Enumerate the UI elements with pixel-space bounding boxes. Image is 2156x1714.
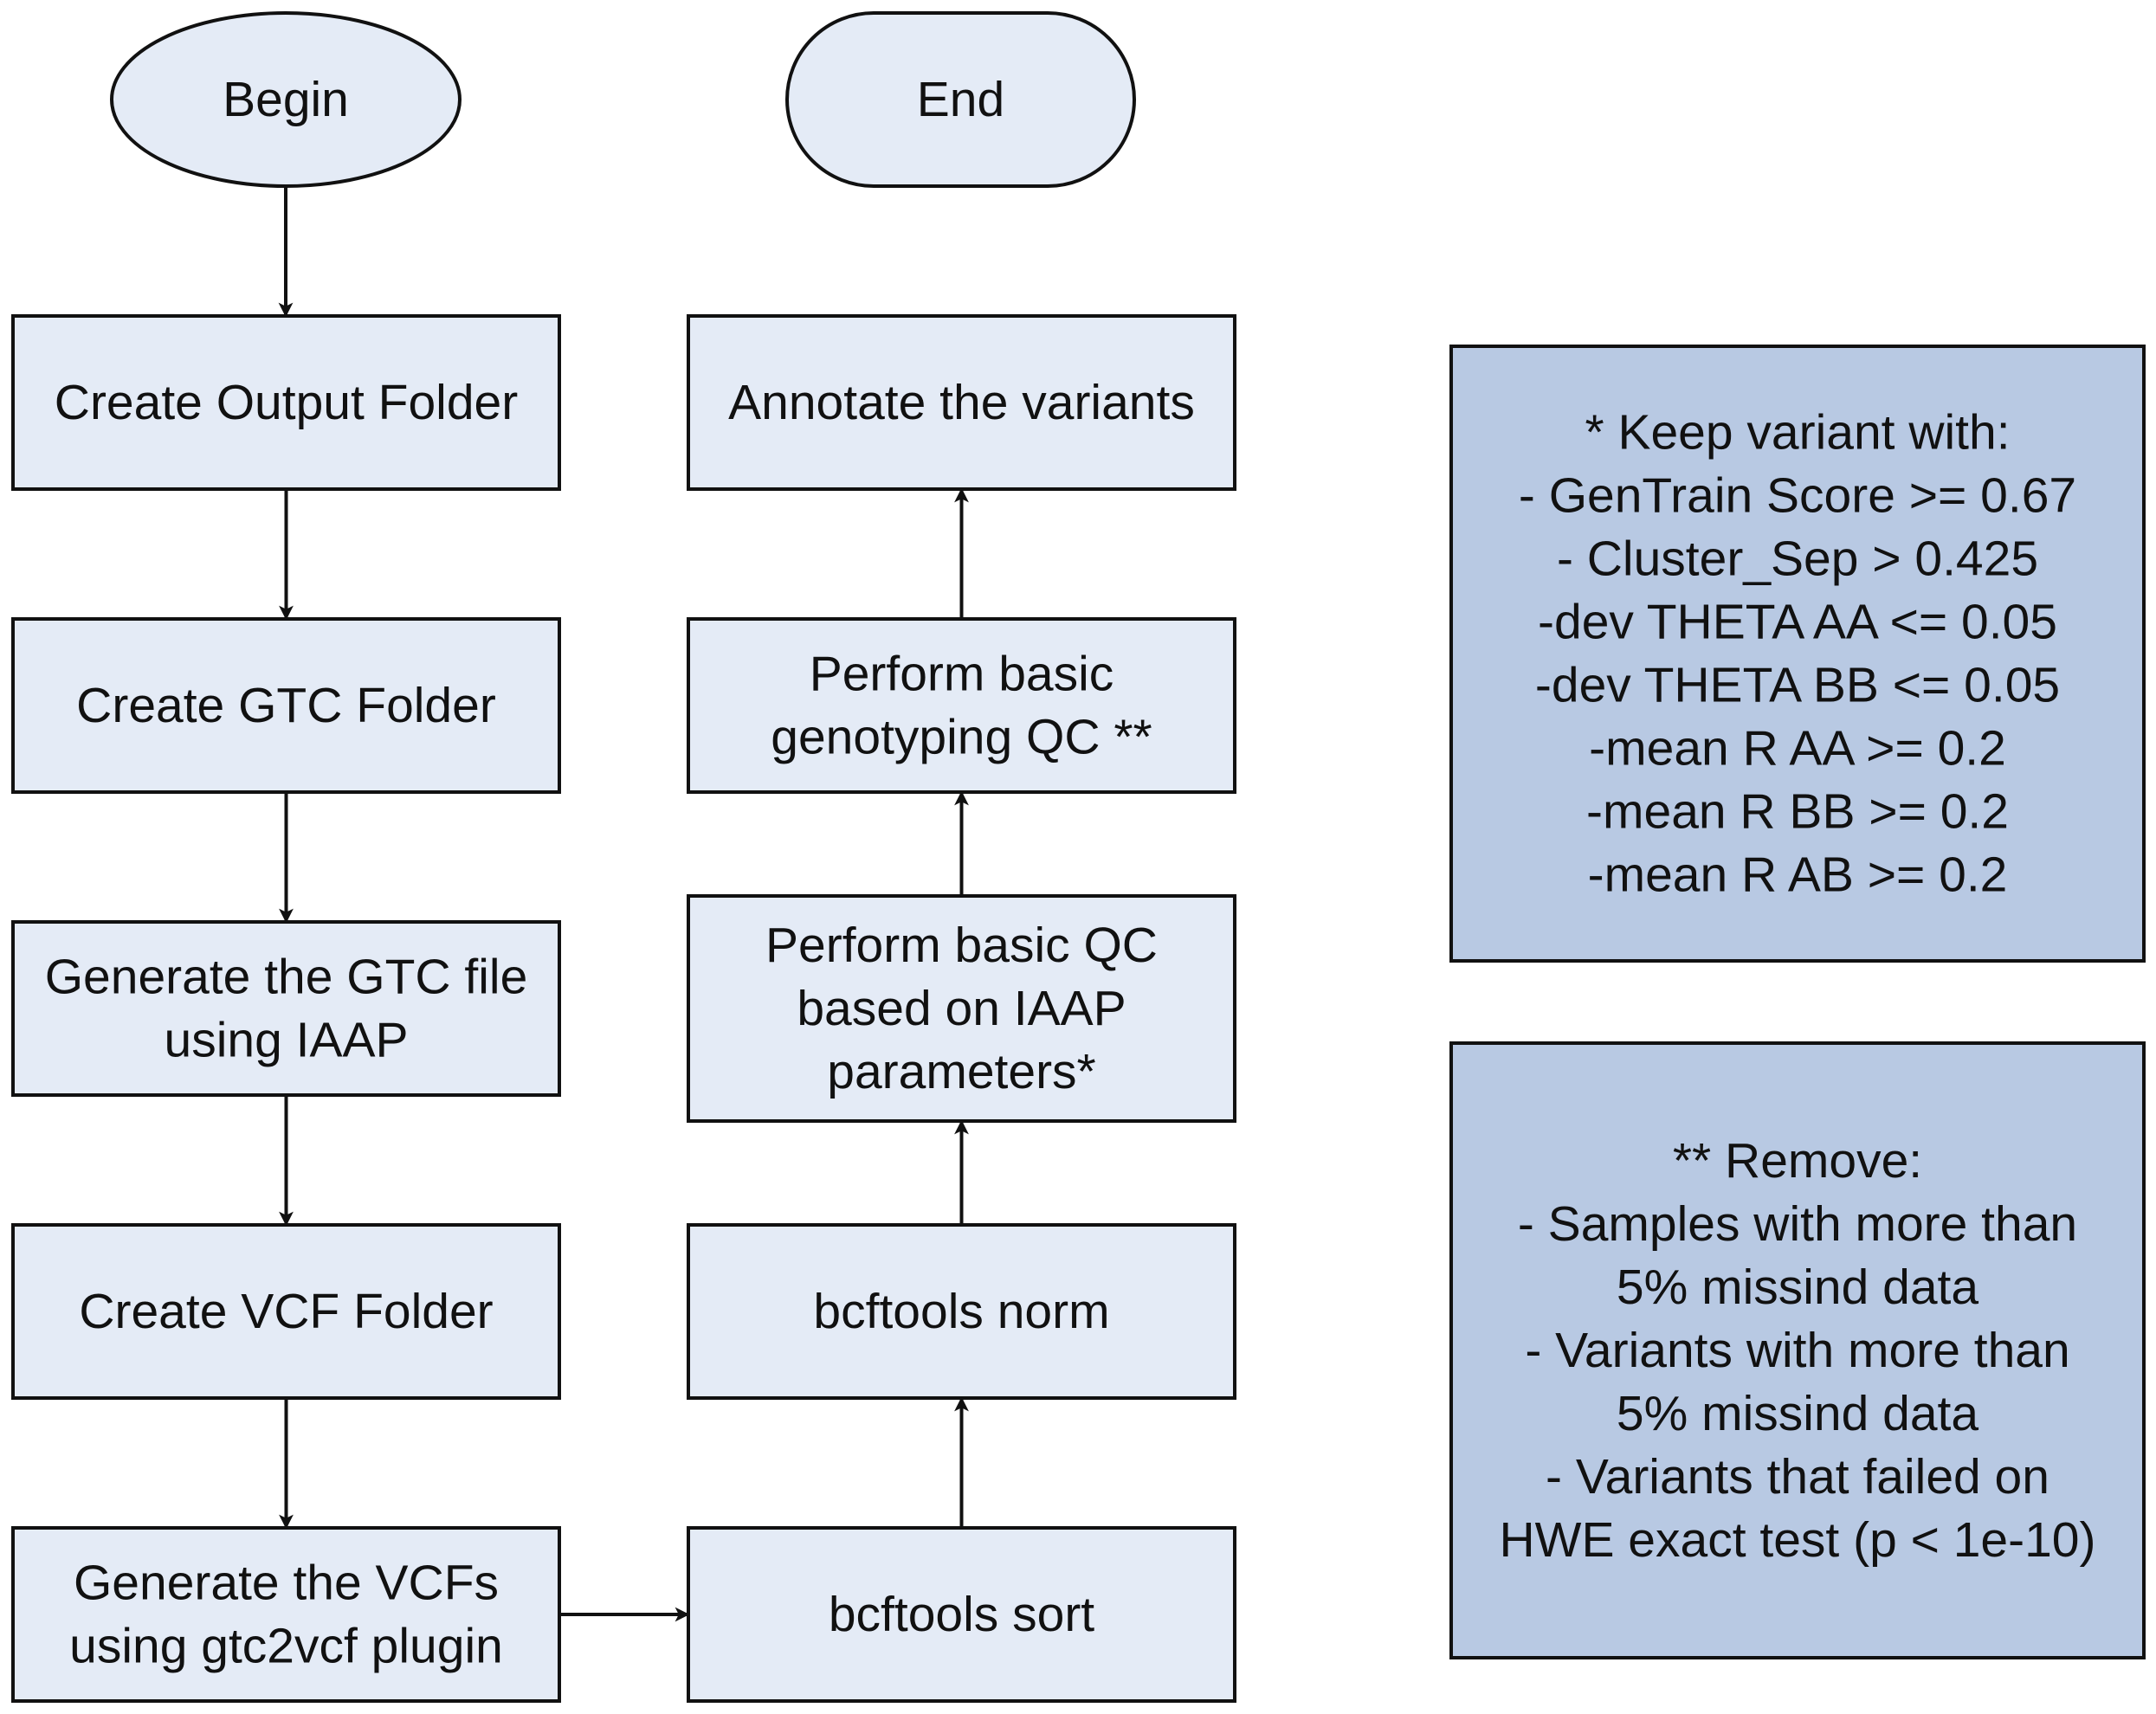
node-annotate-variants-line-1: Annotate the variants	[728, 375, 1195, 430]
node-shape-ellipse	[110, 11, 462, 188]
node-end: End	[785, 11, 1136, 188]
iaap-parameters-note-line-2: - GenTrain Score >= 0.67	[1519, 468, 2076, 524]
node-create-vcf-folder: Create VCF Folder	[11, 1223, 561, 1400]
node-bcftools-norm: bcftools norm	[687, 1223, 1236, 1400]
iaap-parameters-note-line-4: -dev THETA AA <= 0.05	[1538, 595, 2057, 650]
node-create-vcf-folder-line-1: Create VCF Folder	[79, 1284, 493, 1339]
iaap-parameters-note: * Keep variant with: - GenTrain Score >= …	[1449, 345, 2146, 963]
node-create-output-folder: Create Output Folder	[11, 314, 561, 491]
iaap-parameters-note-line-1: * Keep variant with:	[1585, 405, 2010, 461]
node-generate-gtc-file-line-1: Generate the GTC file	[45, 950, 528, 1005]
node-generate-vcfs-line-2: using gtc2vcf plugin	[69, 1619, 503, 1674]
node-shape-rect	[11, 1526, 561, 1703]
node-bcftools-sort-line-1: bcftools sort	[829, 1587, 1094, 1642]
node-genotyping-qc-line-1: Perform basic	[810, 647, 1114, 702]
node-basic-qc-iaap-line-3: parameters*	[827, 1044, 1095, 1099]
node-genotyping-qc: Perform basic genotyping QC **	[687, 617, 1236, 794]
node-generate-vcfs: Generate the VCFs using gtc2vcf plugin	[11, 1526, 561, 1703]
iaap-parameters-note-line-7: -mean R BB >= 0.2	[1586, 784, 2009, 840]
node-basic-qc-iaap: Perform basic QC based on IAAP parameters*	[687, 894, 1236, 1123]
remove-note-line-2: - Samples with more than	[1518, 1196, 2077, 1252]
node-generate-vcfs-line-1: Generate the VCFs	[74, 1556, 499, 1611]
node-shape-rect	[687, 894, 1236, 1123]
node-annotate-variants: Annotate the variants	[687, 314, 1236, 491]
node-begin: Begin	[110, 11, 462, 188]
remove-note-line-4: - Variants with more than	[1525, 1323, 2069, 1378]
remove-note-line-5: 5% missind data	[1617, 1386, 1979, 1441]
node-bcftools-sort: bcftools sort	[687, 1526, 1236, 1703]
notes: * Keep variant with: - GenTrain Score >= …	[1449, 345, 2146, 1659]
remove-note: ** Remove: - Samples with more than 5% mis…	[1449, 1041, 2146, 1659]
node-bcftools-norm-line-1: bcftools norm	[813, 1284, 1109, 1339]
node-genotyping-qc-line-2: genotyping QC **	[771, 710, 1152, 765]
node-generate-gtc-file-line-2: using IAAP	[165, 1013, 409, 1068]
node-shape-rect	[687, 617, 1236, 794]
remove-note-line-3: 5% missind data	[1617, 1260, 1979, 1315]
remove-note-line-6: - Variants that failed on	[1546, 1449, 2049, 1505]
remove-note-line-1: ** Remove:	[1673, 1133, 1922, 1189]
iaap-parameters-note-line-5: -dev THETA BB <= 0.05	[1535, 658, 2060, 713]
node-shape-rect	[11, 1223, 561, 1400]
node-generate-gtc-file: Generate the GTC file using IAAP	[11, 920, 561, 1097]
node-shape-rect	[11, 920, 561, 1097]
note-box	[1449, 345, 2146, 963]
node-shape-rect	[687, 1223, 1236, 1400]
iaap-parameters-note-line-8: -mean R AB >= 0.2	[1588, 847, 2008, 903]
node-shape-stadium	[785, 11, 1136, 188]
node-basic-qc-iaap-line-2: based on IAAP	[797, 981, 1126, 1036]
node-create-output-folder-line-1: Create Output Folder	[55, 375, 518, 430]
node-shape-rect	[687, 1526, 1236, 1703]
node-shape-rect	[11, 314, 561, 491]
node-shape-rect	[687, 314, 1236, 491]
note-box	[1449, 1041, 2146, 1659]
node-basic-qc-iaap-line-1: Perform basic QC	[765, 918, 1158, 973]
node-begin-line-1: Begin	[223, 72, 349, 127]
node-end-line-1: End	[917, 72, 1004, 127]
node-shape-rect	[11, 617, 561, 794]
remove-note-line-7: HWE exact test (p < 1e-10)	[1499, 1512, 2095, 1568]
node-create-gtc-folder-line-1: Create GTC Folder	[76, 678, 496, 733]
iaap-parameters-note-line-3: - Cluster_Sep > 0.425	[1557, 532, 2038, 587]
iaap-parameters-note-line-6: -mean R AA >= 0.2	[1589, 721, 2006, 776]
node-create-gtc-folder: Create GTC Folder	[11, 617, 561, 794]
